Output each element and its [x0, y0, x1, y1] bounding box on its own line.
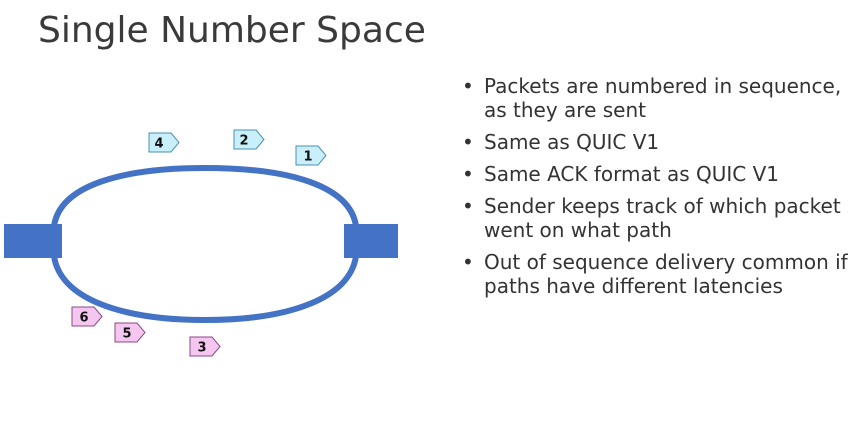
slide-title: Single Number Space: [38, 10, 426, 51]
bullet-text: Sender keeps track of which packet went …: [484, 194, 841, 242]
bullet-dot: •: [462, 194, 474, 218]
bullet-item: • Same as QUIC V1: [462, 130, 852, 154]
bullet-text: Packets are numbered in sequence, as the…: [484, 74, 842, 122]
bullet-text: Out of sequence delivery common if paths…: [484, 250, 848, 298]
packet-tag-top: 2: [233, 129, 265, 150]
packet-number: 1: [303, 150, 312, 165]
packet-number: 4: [154, 137, 163, 152]
bullet-dot: •: [462, 130, 474, 154]
top-path: [51, 164, 359, 227]
right-endpoint: [344, 224, 398, 258]
packet-tag-bottom: 3: [189, 336, 221, 357]
packet-number: 5: [122, 327, 131, 342]
packet-tag-top: 4: [148, 132, 180, 153]
bullet-item: • Sender keeps track of which packet wen…: [462, 194, 852, 242]
packet-tag-bottom: 5: [114, 322, 146, 343]
packet-number: 6: [79, 311, 88, 326]
packet-number: 2: [239, 134, 248, 149]
bullet-dot: •: [462, 162, 474, 186]
bullet-text: Same as QUIC V1: [484, 130, 660, 154]
bullet-dot: •: [462, 74, 474, 98]
bullet-item: • Packets are numbered in sequence, as t…: [462, 74, 852, 122]
bullet-text: Same ACK format as QUIC V1: [484, 162, 779, 186]
bullet-dot: •: [462, 250, 474, 274]
left-endpoint: [4, 224, 62, 258]
packet-number: 3: [197, 341, 206, 356]
bullet-item: • Same ACK format as QUIC V1: [462, 162, 852, 186]
packet-tag-top: 1: [295, 145, 327, 166]
packet-tag-bottom: 6: [71, 306, 103, 327]
bullet-item: • Out of sequence delivery common if pat…: [462, 250, 852, 298]
bottom-path: [51, 255, 359, 324]
bullet-list: • Packets are numbered in sequence, as t…: [462, 74, 852, 306]
